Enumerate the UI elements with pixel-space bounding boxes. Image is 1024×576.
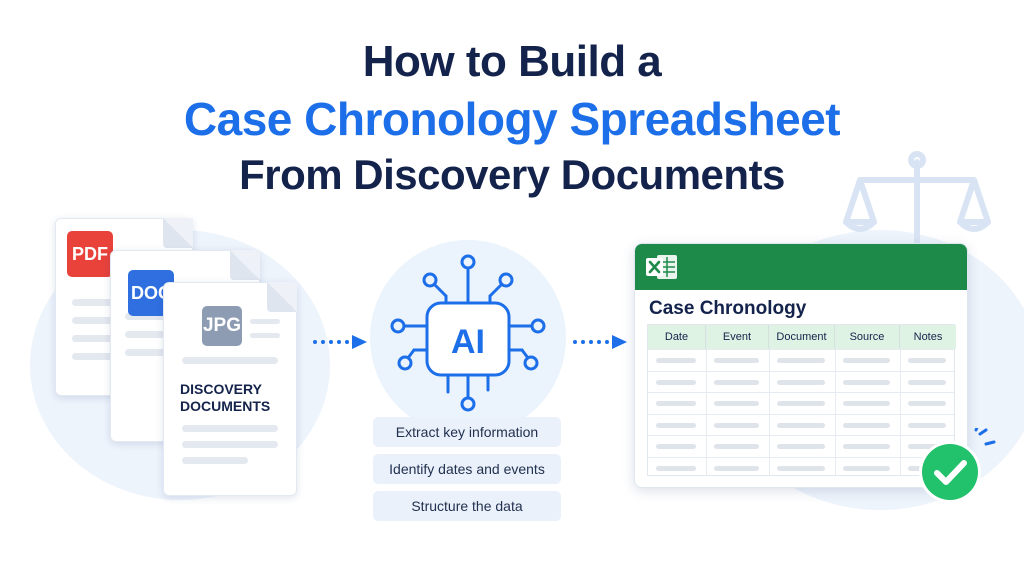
spreadsheet-window: Case Chronology Date Event Document Sour… [634,243,968,488]
title-line-2: Case Chronology Spreadsheet [183,93,841,145]
arrow-right-icon [573,335,627,349]
discovery-label-line-1: DISCOVERY [180,381,262,397]
discovery-documents-label: DISCOVERY DOCUMENTS [180,381,270,415]
cell-placeholder [777,465,825,471]
cell-placeholder [908,401,946,406]
cell-placeholder [656,379,696,385]
check-circle-icon [919,428,996,503]
title-line-1: How to Build a [362,37,662,86]
cell-placeholder [714,401,759,406]
cell-placeholder [714,379,759,385]
cell-placeholder [843,444,890,449]
cell-placeholder [777,422,825,428]
text-line [182,441,278,448]
column-header-notes: Notes [900,325,956,349]
grid-column-line [706,325,707,475]
cell-placeholder [843,401,890,406]
text-line [250,319,280,324]
ai-chip-icon [390,254,546,412]
jpg-label: JPG [202,315,242,336]
cell-placeholder [908,422,946,428]
spreadsheet-grid: Date Event Document Source Notes [647,324,956,476]
grid-column-line [900,325,901,475]
step-identify: Identify dates and events [373,454,561,484]
cell-placeholder [777,444,825,449]
column-header-date: Date [648,325,706,349]
column-header-document: Document [769,325,835,349]
cell-placeholder [714,444,759,449]
grid-column-line [835,325,836,475]
cell-placeholder [777,401,825,406]
step-extract: Extract key information [373,417,561,447]
cell-placeholder [908,379,946,385]
grid-row-line [648,349,954,350]
cell-placeholder [843,379,890,385]
cell-placeholder [714,358,759,363]
step-structure: Structure the data [373,491,561,521]
page-fold [163,218,193,248]
cell-placeholder [656,422,696,428]
cell-placeholder [843,422,890,428]
cell-placeholder [656,401,696,406]
title-line-3: From Discovery Documents [239,151,785,198]
column-header-source: Source [835,325,900,349]
pdf-label: PDF [72,243,108,264]
cell-placeholder [777,358,825,363]
cell-placeholder [908,444,946,449]
doc-label: DOC [131,282,171,303]
cell-placeholder [843,358,890,363]
text-line [182,457,248,464]
cell-placeholder [714,422,759,428]
cell-placeholder [908,358,946,363]
cell-placeholder [843,465,890,471]
title-block: How to Build a Case Chronology Spreadshe… [0,40,1024,196]
cell-placeholder [656,444,696,449]
text-line [250,333,280,338]
grid-row-line [648,456,954,458]
grid-row-line [648,413,954,415]
grid-column-line [769,325,770,475]
grid-row-line [648,392,954,393]
pdf-file-icon: PDF [67,231,113,277]
text-line [182,425,278,432]
page-fold [230,250,260,280]
text-line [182,357,278,364]
discovery-label-line-2: DOCUMENTS [180,398,271,414]
grid-row-line [648,435,954,436]
cell-placeholder [656,358,696,363]
cell-placeholder [777,379,825,385]
jpg-file-icon: JPG [202,306,242,346]
grid-row-line [648,370,954,372]
spreadsheet-title: Case Chronology [649,298,807,319]
cell-placeholder [714,465,759,471]
cell-placeholder [656,465,696,471]
page-fold [267,282,297,312]
column-header-event: Event [706,325,769,349]
arrow-right-icon [313,335,367,349]
spreadsheet-header-bar [635,244,967,290]
excel-icon [646,255,677,279]
ai-label: AI [451,323,485,361]
